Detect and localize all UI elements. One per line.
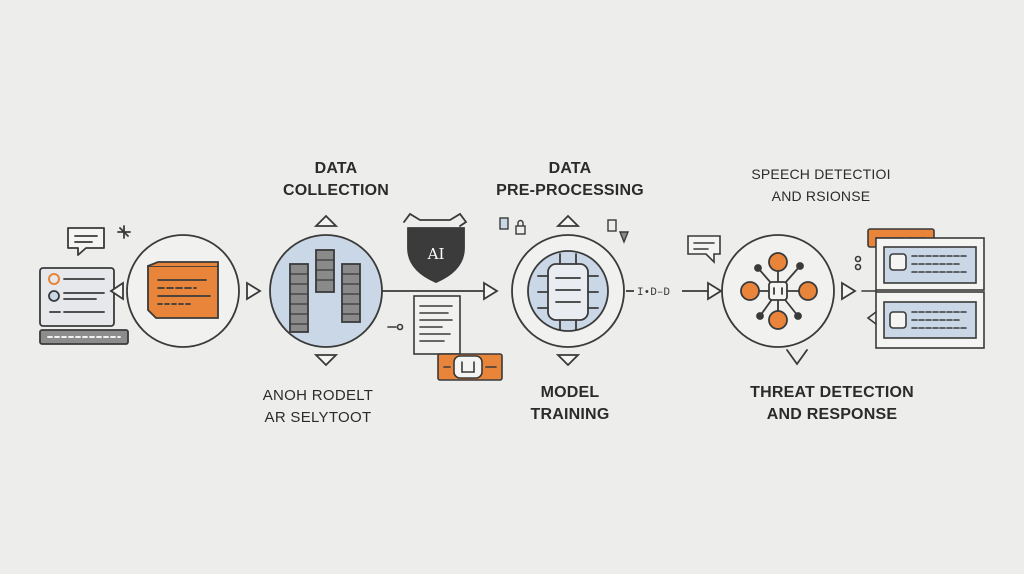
neural-chip-icon [527, 250, 609, 332]
node-network-icon [740, 252, 818, 330]
label-anoh-rodelt: ANOH RODELT AR SELYTOOT [262, 387, 374, 426]
database-servers-icon [289, 249, 361, 333]
label-data-collection: DATA COLLECTION [283, 160, 389, 199]
document-window-node [126, 234, 240, 348]
label-data-preprocessing: DATA PRE-PROCESSING [496, 160, 644, 199]
arrow-4-to-dashboard [841, 281, 857, 301]
neural-chip-node [511, 214, 625, 367]
robot-chip-icon [437, 353, 503, 381]
dashboard-icon [854, 228, 985, 349]
connector-2-to-3 [382, 281, 499, 301]
laptop-chat-icon [39, 225, 131, 345]
document-window-icon [147, 261, 219, 319]
label-threat-detection: THREAT DETECTION AND RESPONSE [750, 384, 914, 423]
arrow-left-1 [109, 281, 124, 301]
database-node [269, 214, 383, 367]
report-document-icon [387, 295, 461, 355]
ai-badge-text: AI [427, 245, 445, 263]
small-lock-icons [499, 217, 630, 244]
node-network-node [721, 234, 835, 366]
label-speech-detection: SPEECH DETECTIOI AND RSIONSE [751, 166, 891, 204]
ai-shield-icon: AI [403, 212, 468, 283]
label-model-training: MODEL TRAINING [530, 384, 610, 423]
chat-bubble-icon [687, 235, 721, 264]
connector-text: I•D–D [637, 287, 670, 299]
arrow-1-to-2 [246, 281, 262, 301]
connector-3-to-4 [626, 281, 723, 301]
